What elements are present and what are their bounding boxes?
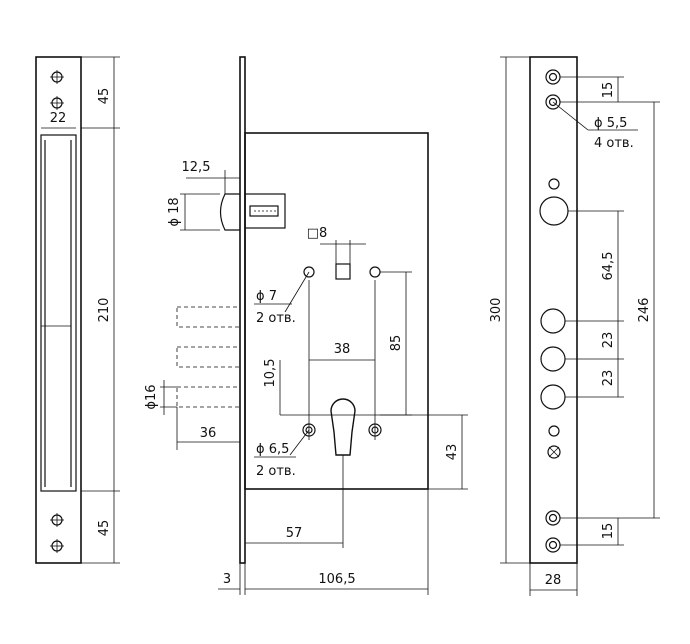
spindle-holes xyxy=(303,263,381,280)
faceplate-opening xyxy=(40,134,77,492)
dim-backset: 57 xyxy=(286,526,303,541)
dim-strike-width: 28 xyxy=(545,573,562,588)
dim-strike-hole-dia: ϕ 5,5 xyxy=(594,116,627,131)
deadbolts-dashed xyxy=(176,306,241,408)
latch-opening xyxy=(539,196,569,226)
dim-center-distance: 38 xyxy=(334,342,351,357)
dim-cyl-offset: 43 xyxy=(445,444,460,461)
dim-faceplate-middle: 210 xyxy=(97,298,112,323)
dim-plate-thickness: 3 xyxy=(223,572,231,587)
faceplate-outline xyxy=(35,56,82,564)
dim-bolt-diameter: ϕ16 xyxy=(144,384,159,409)
dim-latch-diameter: ϕ 18 xyxy=(167,197,182,226)
strike-plate-outline xyxy=(529,56,578,564)
dim-case-depth: 106,5 xyxy=(318,572,355,587)
strike-bottom-holes xyxy=(545,510,561,553)
bolt-opening-3 xyxy=(540,384,566,410)
dim-spindle-height: 85 xyxy=(389,335,404,352)
dim-faceplate-width: 22 xyxy=(50,111,67,126)
faceplate-view: 45 22 210 45 xyxy=(35,56,120,564)
dim-screw-hole-count: 2 отв. xyxy=(256,311,296,326)
cylinder-cutout xyxy=(330,398,356,456)
screw-icon xyxy=(547,445,561,459)
dim-strike-bolt-gap-2: 23 xyxy=(601,370,616,387)
dim-strike-bottom-holes: 15 xyxy=(601,523,616,540)
dim-bolt-spacing: 10,5 xyxy=(263,359,278,388)
dim-strike-height: 300 xyxy=(489,298,504,323)
strike-plate-view: 15 ϕ 5,5 4 отв. 64,5 23 23 246 15 300 28 xyxy=(489,56,660,596)
faceplate-bottom-holes xyxy=(50,513,64,553)
dim-faceplate-bottom: 45 xyxy=(97,520,112,537)
dim-faceplate-top: 45 xyxy=(97,88,112,105)
latch-spring xyxy=(249,205,279,217)
latch-pin-hole xyxy=(548,178,560,190)
dim-strike-overall: 246 xyxy=(637,298,652,323)
strike-top-holes xyxy=(545,69,561,110)
lock-body-view: 12,5 ϕ 18 □8 ϕ 7 2 отв. 38 85 10,5 ϕ16 3… xyxy=(144,56,468,595)
bolt-opening-1 xyxy=(540,308,566,334)
dim-strike-latch-to-bolt: 64,5 xyxy=(601,252,616,281)
dim-strike-hole-count: 4 отв. xyxy=(594,136,634,151)
dim-screw-hole-dia: ϕ 7 xyxy=(256,289,277,304)
dim-latch-offset: 12,5 xyxy=(182,160,211,175)
bolt-opening-2 xyxy=(540,346,566,372)
latch-bolt xyxy=(219,193,240,231)
dim-strike-top-holes: 15 xyxy=(601,82,616,99)
dim-cyl-hole-count: 2 отв. xyxy=(256,464,296,479)
dim-spindle-square: □8 xyxy=(307,226,328,241)
latch-housing xyxy=(244,193,286,229)
dim-strike-bolt-gap-1: 23 xyxy=(601,332,616,349)
dim-bolt-throw: 36 xyxy=(200,426,217,441)
faceplate-top-holes xyxy=(50,70,64,110)
pin-hole xyxy=(548,425,560,437)
dim-cyl-hole-dia: ϕ 6,5 xyxy=(256,442,289,457)
lock-case xyxy=(244,132,429,490)
